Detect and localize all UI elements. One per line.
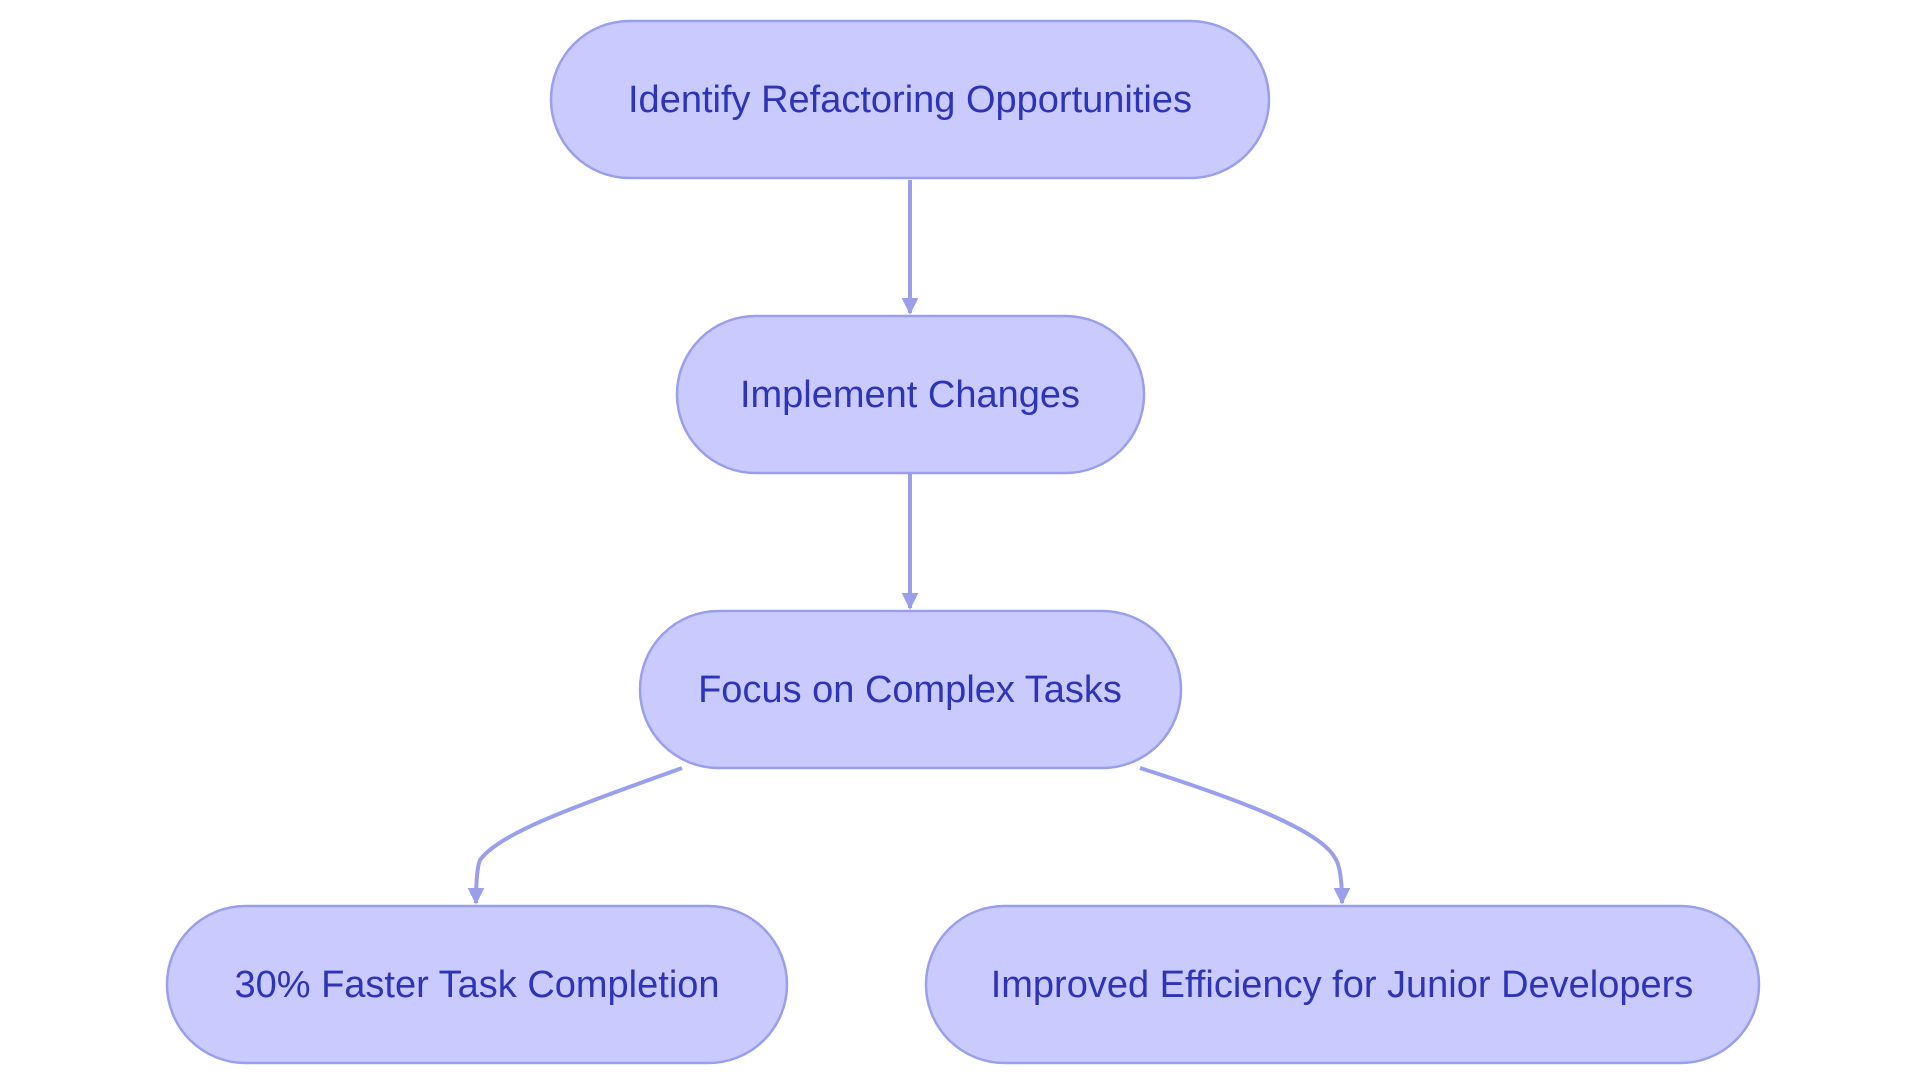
node-focus-label: Focus on Complex Tasks [698, 669, 1122, 711]
node-faster: 30% Faster Task Completion [165, 904, 789, 1065]
node-implement-shape [675, 314, 1146, 475]
edge-focus-to-faster [467, 766, 683, 905]
node-efficiency-label: Improved Efficiency for Junior Developer… [991, 964, 1694, 1006]
node-implement-label: Implement Changes [740, 374, 1080, 416]
node-efficiency-shape [924, 904, 1761, 1065]
node-focus-shape [638, 609, 1183, 770]
node-identify-shape [549, 19, 1271, 180]
node-focus: Focus on Complex Tasks [638, 609, 1183, 770]
node-faster-shape [165, 904, 789, 1065]
node-identify-label: Identify Refactoring Opportunities [628, 79, 1192, 121]
node-identify: Identify Refactoring Opportunities [549, 19, 1271, 180]
node-efficiency: Improved Efficiency for Junior Developer… [924, 904, 1761, 1065]
edge-focus-to-efficiency [1139, 766, 1351, 905]
edges [467, 180, 1351, 905]
node-implement: Implement Changes [675, 314, 1146, 475]
node-faster-label: 30% Faster Task Completion [234, 964, 719, 1006]
